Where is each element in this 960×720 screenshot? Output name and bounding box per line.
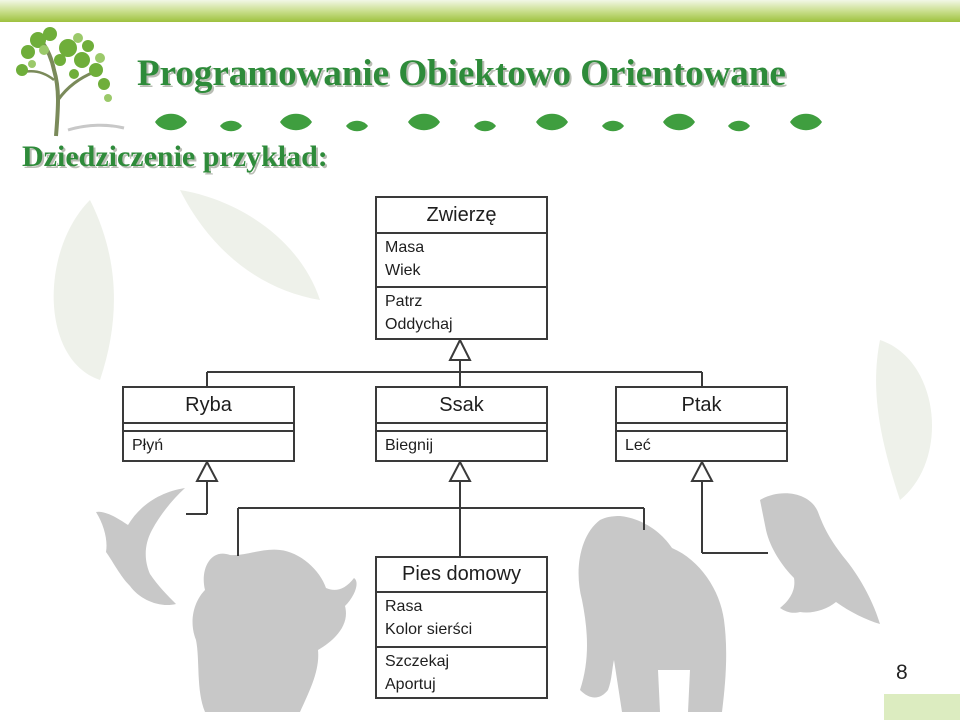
leaf-icon (280, 113, 312, 131)
methods-section: Biegnij (377, 430, 546, 457)
class-name: Zwierzę (377, 198, 546, 234)
cat-icon (192, 549, 357, 712)
method: Płyń (132, 437, 164, 454)
inheritance-arrow (690, 459, 714, 482)
leaf-icon (602, 120, 624, 132)
class-ssak: Ssak Biegnij (375, 386, 548, 462)
leaf-icon (536, 113, 568, 131)
page-number: 8 (896, 661, 908, 684)
leaf-icon (346, 120, 368, 132)
methods-section: Szczekaj Aportuj (377, 646, 546, 697)
attribute: Kolor sierści (385, 621, 473, 638)
class-name: Ryba (124, 388, 293, 424)
method: Oddychaj (385, 316, 453, 333)
elephant-icon (578, 516, 727, 712)
slide-title: Programowanie Obiektowo Orientowane (137, 53, 786, 94)
slide-subtitle: Dziedziczenie przykład: (22, 140, 328, 173)
fish-icon (96, 488, 185, 606)
attribute: Masa (385, 239, 425, 256)
methods-section: Leć (617, 430, 786, 457)
class-name: Pies domowy (377, 558, 546, 593)
class-ryba: Ryba Płyń (122, 386, 295, 462)
leaf-icon (790, 113, 822, 131)
class-zwierze: Zwierzę Masa Wiek Patrz Oddychaj (375, 196, 548, 340)
inheritance-arrow (448, 337, 472, 361)
leaf-icon (155, 113, 187, 131)
leaf-icon (474, 120, 496, 132)
leaf-icon (220, 120, 242, 132)
tree-logo-icon (16, 27, 125, 137)
corner-decoration (884, 694, 960, 720)
leaf-icon (728, 120, 750, 132)
inheritance-arrow (448, 459, 472, 482)
method: Biegnij (385, 437, 434, 454)
class-name: Ptak (617, 388, 786, 424)
class-name: Ssak (377, 388, 546, 424)
inheritance-arrow (195, 459, 219, 482)
attributes-section: Rasa Kolor sierści (377, 593, 546, 646)
methods-section: Płyń (124, 430, 293, 457)
leaf-watermark (53, 190, 933, 500)
attributes-section: Masa Wiek (377, 234, 546, 286)
class-pies-domowy: Pies domowy Rasa Kolor sierści Szczekaj … (375, 556, 548, 699)
methods-section: Patrz Oddychaj (377, 286, 546, 338)
parrot-icon (760, 493, 880, 624)
leaf-icon (408, 113, 440, 131)
leaf-icon (663, 113, 695, 131)
top-gradient-bar (0, 0, 960, 22)
attribute: Rasa (385, 598, 423, 615)
method: Patrz (385, 293, 423, 310)
method: Aportuj (385, 676, 436, 693)
inheritance-connectors (186, 337, 768, 556)
class-ptak: Ptak Leć (615, 386, 788, 462)
method: Szczekaj (385, 653, 450, 670)
attribute: Wiek (385, 262, 421, 279)
method: Leć (625, 437, 651, 454)
leaf-row (155, 113, 822, 132)
